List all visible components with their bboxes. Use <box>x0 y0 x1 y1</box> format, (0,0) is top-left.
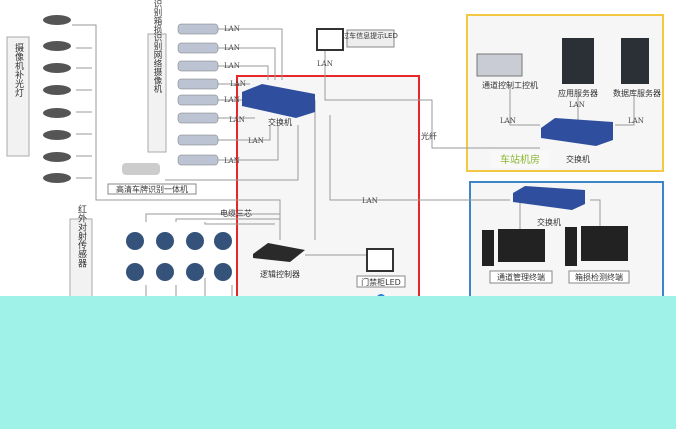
infrared-sensor-icon <box>156 232 174 250</box>
svg-text:LAN: LAN <box>230 80 246 88</box>
svg-text:LAN: LAN <box>224 25 240 33</box>
app-server-icon <box>562 38 594 84</box>
infrared-sensor-icons <box>126 232 232 281</box>
door-led-label-box <box>356 275 406 288</box>
room-switch-label: 交换机 <box>566 154 590 164</box>
infrared-sensor-icon <box>214 232 232 250</box>
logic-controller-label: 逻辑控制器 <box>260 269 300 279</box>
hd-plate-camera-icon <box>122 163 160 175</box>
damage-terminal-label-box <box>568 270 630 284</box>
pc-tower-icon <box>482 230 494 266</box>
svg-text:LAN: LAN <box>224 62 240 70</box>
fiber-label: 光纤 <box>421 131 437 141</box>
infrared-sensor-icon <box>186 232 204 250</box>
damage-terminal-label: 箱损检测终端 <box>575 272 623 282</box>
network-camera-icon <box>177 134 219 146</box>
fill-light-icon <box>43 15 71 25</box>
terminal-switch-label: 交换机 <box>537 217 561 227</box>
svg-text:LAN: LAN <box>224 157 240 165</box>
channel-terminal-label-box <box>489 270 553 284</box>
station-room-label: 车站机房 <box>500 153 540 166</box>
monitor-icon <box>581 226 628 261</box>
infrared-sensor-icon <box>186 263 204 281</box>
hd-camera-label: 高清车牌识别一体机 <box>116 184 188 194</box>
svg-text:LAN: LAN <box>224 44 240 52</box>
station-room-label-box <box>490 151 550 168</box>
industrial-pc-icon <box>476 53 523 77</box>
connection-lines <box>72 24 635 296</box>
terminal-switch-icon <box>513 186 585 210</box>
channel-terminal-label: 通道管理终端 <box>497 272 545 282</box>
fill-light-icon <box>43 108 71 118</box>
camera-group-label-box <box>147 33 167 153</box>
led-pass-label-box <box>346 29 395 48</box>
door-led-icon <box>366 248 394 272</box>
cable-label: 电缆三芯 <box>220 208 252 218</box>
db-server-label: 数据库服务器 <box>613 88 661 98</box>
network-camera-icon <box>177 112 219 124</box>
svg-text:LAN: LAN <box>569 101 585 109</box>
fill-light-icons <box>43 15 71 183</box>
network-camera-icon <box>177 60 219 72</box>
fill-light-icon <box>43 173 71 183</box>
fill-light-icon <box>43 130 71 140</box>
network-camera-icon <box>177 154 219 166</box>
lights-group-label-box <box>6 36 30 157</box>
ipc-label: 通道控制工控机 <box>482 80 538 90</box>
network-camera-icon <box>177 94 219 106</box>
network-camera-icon <box>177 78 219 90</box>
network-camera-icon <box>177 42 219 54</box>
svg-text:LAN: LAN <box>248 137 264 145</box>
switch-label: 交换机 <box>268 117 292 127</box>
infrared-sensor-icon <box>126 263 144 281</box>
svg-text:LAN: LAN <box>628 117 644 125</box>
infrared-sensor-icon <box>214 263 232 281</box>
fill-light-icon <box>43 63 71 73</box>
svg-text:LAN: LAN <box>224 96 240 104</box>
infrared-sensor-icon <box>126 232 144 250</box>
monitor-icon <box>498 229 545 262</box>
svg-text:LAN: LAN <box>500 117 516 125</box>
hd-camera-label-box <box>107 183 197 195</box>
network-camera-icons <box>177 23 219 166</box>
fill-light-icon <box>43 152 71 162</box>
room-switch-icon <box>541 118 613 146</box>
svg-text:LAN: LAN <box>362 197 378 205</box>
led-pass-label: 过车信息提示LED <box>342 31 398 40</box>
app-server-label: 应用服务器 <box>558 88 598 98</box>
db-server-icon <box>621 38 649 84</box>
fill-light-icon <box>43 85 71 95</box>
switch-icon <box>242 84 315 118</box>
led-display-icon <box>316 28 344 51</box>
sensor-group-label: 红外对射传感器 <box>76 203 87 267</box>
svg-text:LAN: LAN <box>229 116 245 124</box>
overlay-panel <box>0 296 676 429</box>
svg-text:LAN: LAN <box>317 60 333 68</box>
lights-group-label: 摄像机补光灯 <box>13 42 24 98</box>
network-camera-icon <box>177 23 219 35</box>
infrared-sensor-icon <box>156 263 174 281</box>
door-led-label: 门禁柜LED <box>361 277 401 287</box>
lan-labels: LAN LAN LAN LAN LAN LAN LAN LAN LAN LAN LAN LA… <box>224 25 644 205</box>
camera-group-label: 箱号识别箱损识别网络摄像机 <box>152 0 162 94</box>
fill-light-icon <box>43 41 71 51</box>
logic-controller-icon <box>253 243 305 262</box>
pc-tower-icon <box>565 227 577 266</box>
